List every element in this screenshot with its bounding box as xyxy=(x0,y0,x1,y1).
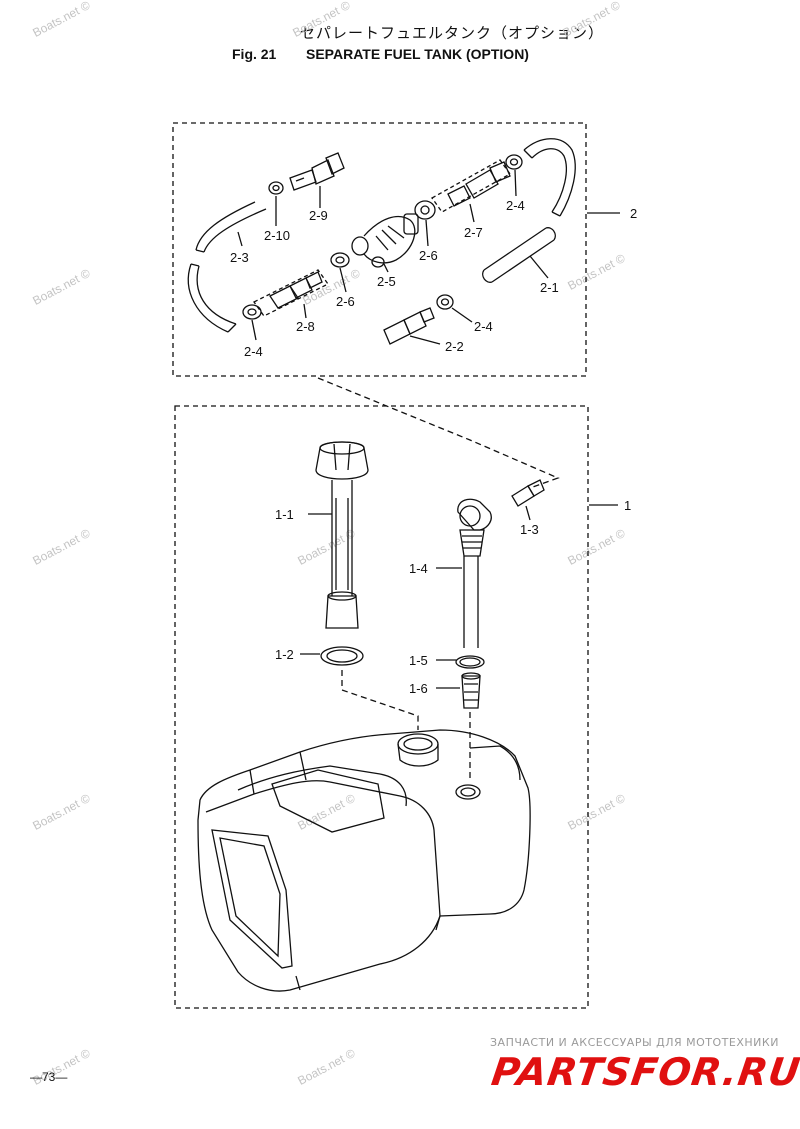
partsfor-logo[interactable]: PARTSFOR.RU xyxy=(488,1050,800,1094)
callout-1-3: 1-3 xyxy=(520,522,539,537)
callout-1-5: 1-5 xyxy=(409,653,428,668)
ad-tagline: ЗАПЧАСТИ И АКСЕССУАРЫ ДЛЯ МОТОТЕХНИКИ xyxy=(490,1036,779,1049)
callout-1-4: 1-4 xyxy=(409,561,428,576)
title-english: SEPARATE FUEL TANK (OPTION) xyxy=(306,46,529,62)
callout-2-2: 2-2 xyxy=(445,339,464,354)
callout-1: 1 xyxy=(624,498,631,513)
callout-2-6-left: 2-6 xyxy=(336,294,355,309)
callout-2: 2 xyxy=(630,206,637,221)
callout-2-10: 2-10 xyxy=(264,228,290,243)
callout-2-4-middle: 2-4 xyxy=(474,319,493,334)
callout-2-5: 2-5 xyxy=(377,274,396,289)
callout-2-4-lower: 2-4 xyxy=(244,344,263,359)
title-japanese: セパレートフュエルタンク（オプション） xyxy=(300,24,605,42)
callout-1-2: 1-2 xyxy=(275,647,294,662)
callout-2-1: 2-1 xyxy=(540,280,559,295)
callout-2-8: 2-8 xyxy=(296,319,315,334)
callout-1-1: 1-1 xyxy=(275,507,294,522)
page-number: —73— xyxy=(30,1070,68,1084)
callout-1-6: 1-6 xyxy=(409,681,428,696)
callout-2-3: 2-3 xyxy=(230,250,249,265)
callout-2-6-right: 2-6 xyxy=(419,248,438,263)
callout-2-7: 2-7 xyxy=(464,225,483,240)
callout-2-4-upper: 2-4 xyxy=(506,198,525,213)
group-1-boundary xyxy=(174,405,589,1009)
callout-2-9: 2-9 xyxy=(309,208,328,223)
figure-number: Fig. 21 xyxy=(232,46,277,62)
